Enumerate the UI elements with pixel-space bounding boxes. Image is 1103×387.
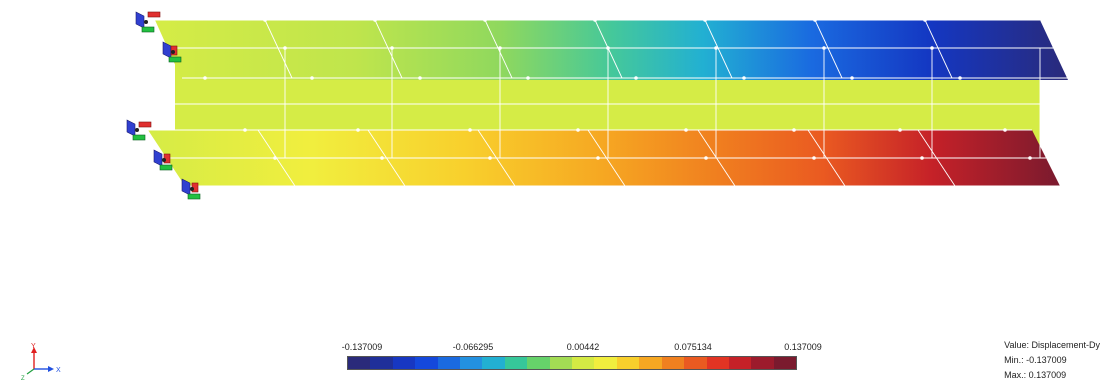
axis-z-label: Z — [21, 376, 25, 382]
axis-x-label: X — [56, 367, 61, 374]
axis-y-label: Y — [31, 343, 36, 350]
color-scale-segment — [728, 357, 752, 369]
support-icon — [162, 41, 182, 63]
color-scale-segment — [572, 357, 595, 369]
beam-model — [148, 18, 1068, 187]
mesh-grid — [148, 19, 1068, 187]
beam-top-flange — [155, 20, 1068, 80]
support-icon — [181, 178, 201, 200]
support-icon — [153, 149, 173, 171]
color-scale-segment — [773, 357, 797, 369]
legend-tick-labels: -0.137009 -0.066295 0.00442 0.075134 0.1… — [300, 342, 860, 356]
mesh-nodes — [203, 18, 1032, 160]
color-scale-segment — [706, 357, 729, 369]
color-scale-segment — [348, 357, 371, 369]
color-scale-segment — [549, 357, 573, 369]
color-scale-segment — [460, 357, 483, 369]
support-symbols — [126, 11, 201, 200]
color-scale-segment — [661, 357, 685, 369]
legend-tick: -0.066295 — [452, 342, 494, 352]
color-scale-bar — [347, 356, 797, 370]
legend-tick: 0.137009 — [784, 342, 822, 352]
color-scale-segment — [594, 357, 617, 369]
result-min-label: Min.: -0.137009 — [1004, 355, 1067, 365]
color-scale-segment — [482, 357, 505, 369]
color-scale-segment — [751, 357, 774, 369]
result-info-panel: Value: Displacement-Dy Min.: -0.137009 M… — [1004, 338, 1100, 383]
result-max-label: Max.: 0.137009 — [1004, 370, 1067, 380]
color-scale-segment — [415, 357, 438, 369]
axis-triad-icon: Y X Z — [21, 343, 61, 382]
legend-tick: 0.00442 — [566, 342, 600, 352]
support-icon — [135, 11, 161, 33]
color-scale-segment — [392, 357, 416, 369]
legend-tick: -0.137009 — [341, 342, 383, 352]
color-scale-segment — [684, 357, 707, 369]
legend-tick: 0.075134 — [674, 342, 712, 352]
color-scale-segment — [616, 357, 640, 369]
color-scale-segment — [527, 357, 550, 369]
color-scale-segment — [504, 357, 528, 369]
color-scale-segment — [437, 357, 461, 369]
color-scale-segment — [639, 357, 662, 369]
color-scale-segment — [370, 357, 393, 369]
support-icon — [126, 119, 152, 141]
result-value-label: Value: Displacement-Dy — [1004, 340, 1100, 350]
